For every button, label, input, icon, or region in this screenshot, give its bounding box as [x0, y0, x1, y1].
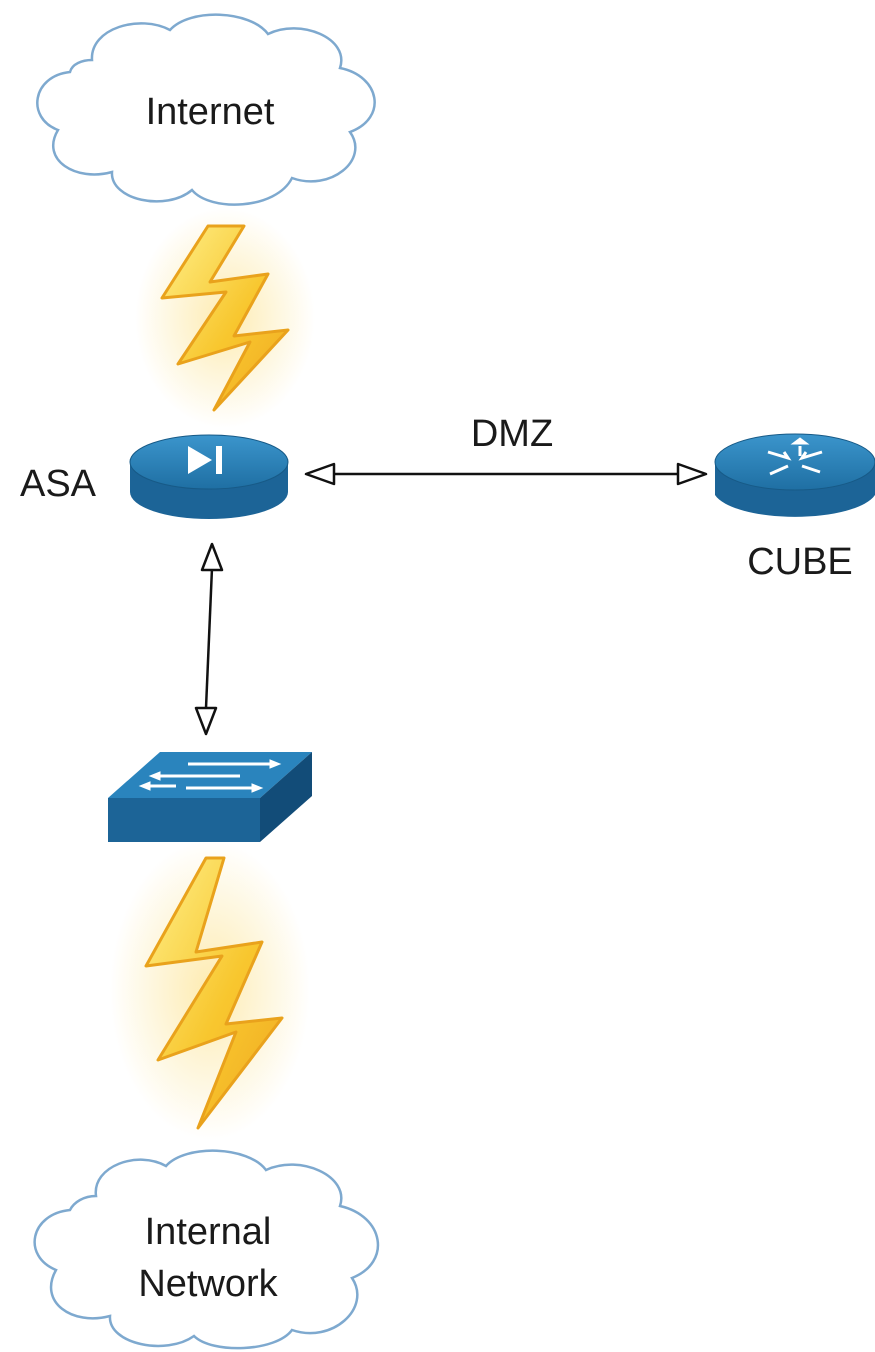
- lightning-bolt-icon: [144, 856, 284, 1130]
- internet-link-bolt: [135, 208, 315, 428]
- firewall-icon: [188, 446, 222, 474]
- inside-link: [194, 542, 224, 736]
- arrowhead-right-icon: [676, 462, 708, 486]
- cloud-icon: [36, 13, 376, 206]
- arrowhead-left-icon: [304, 462, 336, 486]
- asa-firewall: ASA: [20, 434, 289, 519]
- router-icon: [767, 437, 823, 476]
- lan-switch: [108, 752, 312, 842]
- cube-router: CUBE: [714, 433, 875, 583]
- internal-link-bolt: [110, 840, 310, 1140]
- dmz-label: DMZ: [471, 413, 553, 455]
- arrowhead-up-icon: [200, 542, 224, 572]
- cube-label: CUBE: [747, 541, 853, 583]
- lightning-bolt-icon: [160, 224, 290, 412]
- cloud-icon: [33, 1149, 380, 1350]
- internal-label-line2: Network: [138, 1263, 278, 1305]
- internet-cloud: Internet: [36, 13, 376, 206]
- internal-network-cloud: Internal Network: [33, 1149, 380, 1350]
- asa-label: ASA: [20, 463, 97, 505]
- internal-label-line1: Internal: [145, 1211, 272, 1253]
- internet-label: Internet: [146, 91, 275, 133]
- arrowhead-down-icon: [194, 706, 218, 736]
- switch-icon: [138, 759, 282, 793]
- dmz-link: DMZ: [304, 413, 708, 486]
